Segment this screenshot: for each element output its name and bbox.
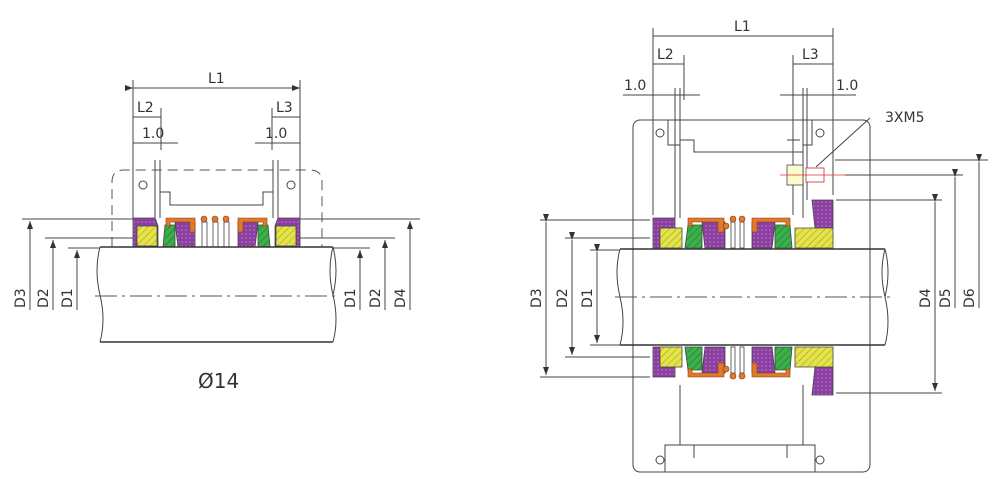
left-d3-label: D3: [13, 288, 29, 308]
left-housing-outline: [111, 169, 323, 247]
left-spring: [200, 215, 230, 248]
right-d2-label: D2: [555, 288, 571, 308]
right-d6-label: D6: [962, 288, 978, 308]
right-housing-outline: [632, 119, 871, 473]
right-diameter-dimensions: D3 D2 D1 D4 D5 D6: [529, 154, 988, 394]
left-seal-drawing: L1 L2 L3 1.0 1.0: [13, 71, 420, 393]
right-d4-label: D4: [393, 288, 409, 308]
left-d1-label: D1: [60, 288, 76, 308]
left-length-dimensions: L1 L2 L3 1.0 1.0: [125, 71, 301, 218]
right-l2-label: L2: [657, 47, 674, 63]
right-d1-label: D1: [580, 288, 596, 308]
left-l3-label: L3: [276, 100, 293, 116]
right-gap-right-label: 1.0: [836, 78, 858, 94]
right-d1-label: D1: [343, 288, 359, 308]
right-l1-label: L1: [734, 19, 751, 35]
right-seal-assembly-top: [652, 199, 834, 249]
right-gap-left-label: 1.0: [624, 78, 646, 94]
right-d4-label: D4: [918, 288, 934, 308]
right-d3-label: D3: [529, 288, 545, 308]
right-length-dimensions: L1 L2 L3 1.0 1.0: [623, 19, 858, 215]
right-spring-bottom: [722, 346, 746, 380]
left-l1-label: L1: [208, 71, 225, 87]
left-gap-right-label: 1.0: [265, 126, 287, 142]
left-shaft: [95, 246, 340, 343]
left-diameter-dimensions: D3 D2 D1 D1 D2 D4: [13, 218, 420, 310]
left-l2-label: L2: [137, 100, 154, 116]
left-d2-label: D2: [36, 288, 52, 308]
screw-callout-label: 3XM5: [885, 110, 924, 126]
right-seal-drawing: L1 L2 L3 1.0 1.0 3XM5: [529, 19, 988, 473]
right-spring-top: [722, 215, 746, 249]
right-l3-label: L3: [802, 47, 819, 63]
left-gap-left-label: 1.0: [142, 126, 164, 142]
set-screw: [780, 164, 845, 186]
right-d5-label: D5: [938, 288, 954, 308]
right-d2-label: D2: [368, 288, 384, 308]
right-shaft: [615, 248, 890, 346]
shaft-size-label: Ø14: [198, 369, 239, 393]
right-seal-assembly-bottom: [652, 346, 834, 396]
left-seal-assembly: [132, 215, 301, 248]
